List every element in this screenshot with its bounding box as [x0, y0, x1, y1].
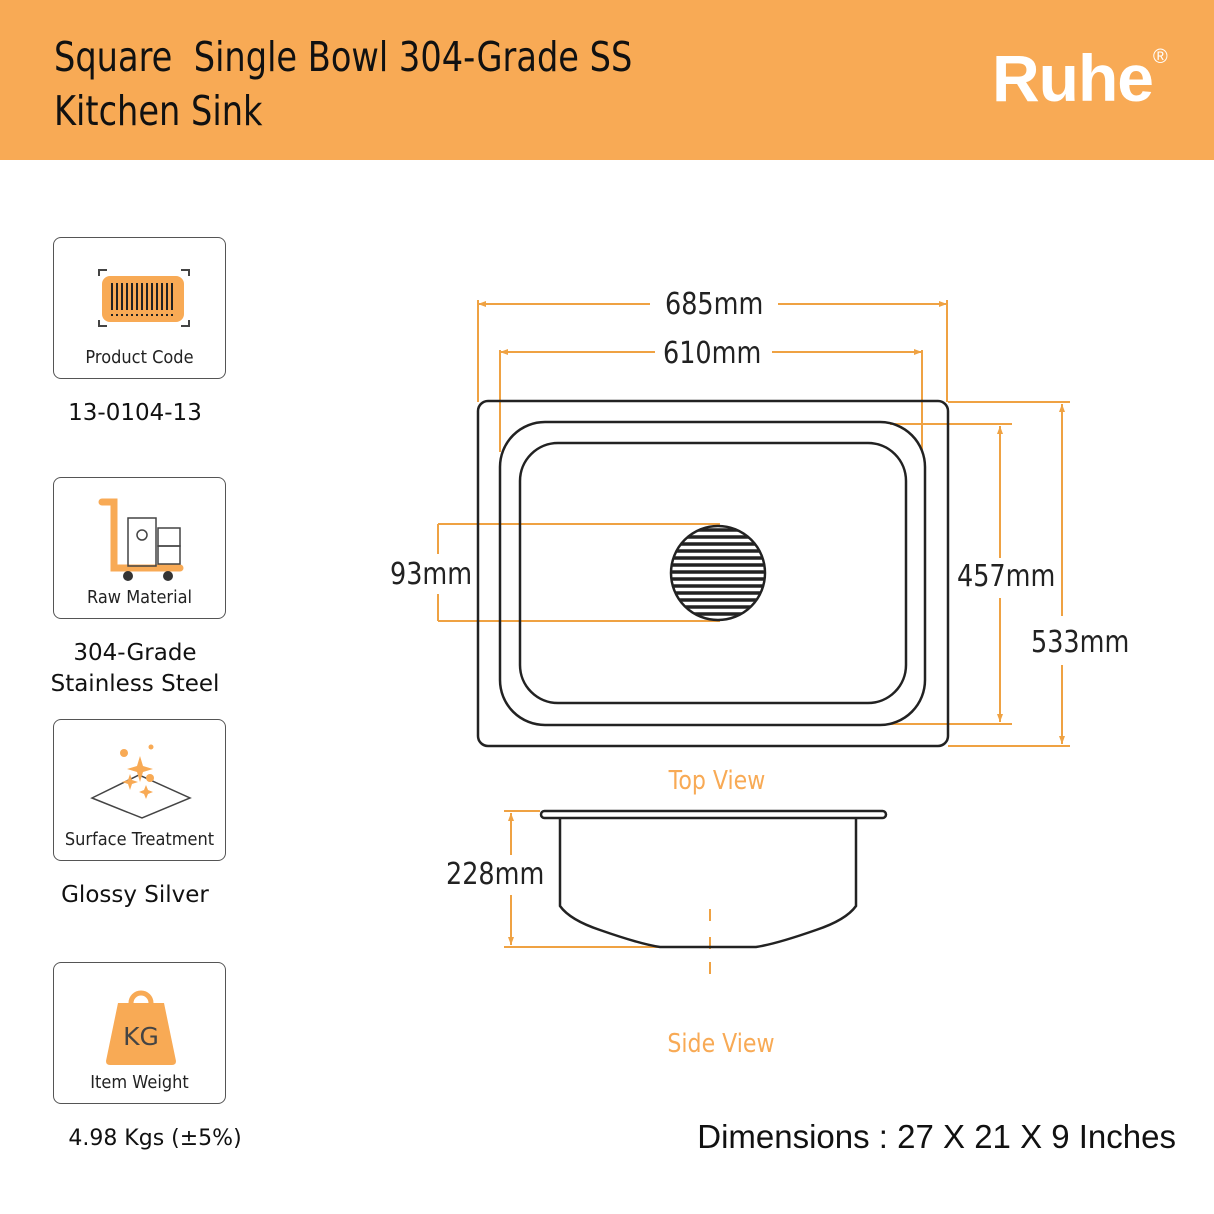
sparkle-icon — [90, 744, 192, 819]
surface-treatment-value: Glossy Silver — [61, 882, 209, 908]
cart-icon — [98, 498, 184, 581]
item-weight-value: 4.98 Kgs (±5%) — [68, 1126, 242, 1151]
weight-icon: KG — [106, 990, 176, 1065]
top-view-caption: Top View — [668, 765, 766, 795]
brand-logo: Ruhe® — [992, 41, 1168, 115]
sink-side-view — [539, 809, 888, 949]
dimension-lines — [437, 300, 1070, 974]
depth-label: 228mm — [446, 856, 544, 892]
inner-width-label: 610mm — [663, 335, 761, 371]
surface-treatment-card: Surface Treatment — [53, 719, 226, 861]
item-weight-card: KG Item Weight — [53, 962, 226, 1104]
drain-strainer — [669, 524, 767, 622]
barcode-icon — [98, 269, 190, 327]
raw-material-label: Raw Material — [86, 587, 193, 608]
overall-dimensions: Dimensions : 27 X 21 X 9 Inches — [697, 1118, 1176, 1155]
side-view-caption: Side View — [667, 1028, 774, 1058]
outer-width-label: 685mm — [665, 286, 763, 322]
svg-text:KG: KG — [123, 1022, 159, 1051]
product-code-card: Product Code — [53, 237, 226, 379]
inner-length-label: 457mm — [957, 558, 1055, 594]
outer-length-label: 533mm — [1031, 624, 1129, 660]
raw-material-card: Raw Material — [53, 477, 226, 619]
product-code-value: 13-0104-13 — [68, 400, 202, 426]
item-weight-label: Item Weight — [90, 1072, 189, 1093]
drain-size-label: 93mm — [390, 556, 472, 592]
product-code-label: Product Code — [85, 347, 194, 368]
surface-treatment-label: Surface Treatment — [64, 829, 215, 850]
sink-top-view — [476, 399, 950, 748]
